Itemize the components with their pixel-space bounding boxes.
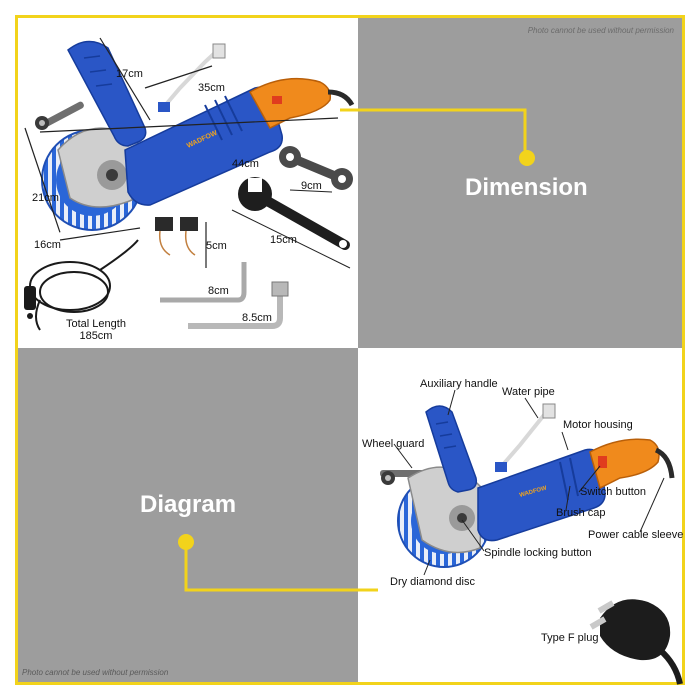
dim-cable-length-line1: Total Length — [66, 318, 126, 330]
saw-dimension-illustration: WADFOW — [24, 37, 355, 241]
part-dry-diamond-disc: Dry diamond disc — [390, 576, 475, 588]
socket-wrench-illustration — [188, 281, 289, 329]
part-motor-housing: Motor housing — [563, 419, 633, 431]
saw-parts-illustration: WADFOW — [380, 389, 675, 576]
large-wrench-illustration — [231, 177, 351, 269]
dim-total-length: 44cm — [232, 158, 259, 170]
part-power-cable-sleeve: Power cable sleeve — [588, 529, 684, 541]
watermark-top: Photo cannot be used without permission — [527, 26, 674, 35]
watermark-bottom: Photo cannot be used without permission — [22, 668, 169, 677]
small-wrench-illustration — [279, 146, 353, 193]
part-brush-cap: Brush cap — [556, 507, 606, 519]
connector-lines — [178, 108, 535, 592]
dimension-title-panel — [358, 18, 682, 348]
hex-key-illustration — [160, 262, 247, 303]
dim-handle-height: 17cm — [116, 68, 143, 80]
dimension-title: Dimension — [465, 174, 588, 201]
dim-water-pipe-width: 35cm — [198, 82, 225, 94]
diagram-title: Diagram — [140, 491, 237, 518]
dim-socket-wrench: 8.5cm — [242, 312, 272, 324]
dim-disc-width: 16cm — [34, 239, 61, 251]
part-auxiliary-handle: Auxiliary handle — [420, 378, 498, 390]
dim-hex-key: 8cm — [208, 285, 229, 297]
part-spindle-locking-button: Spindle locking button — [484, 547, 592, 559]
carbon-brushes-illustration — [155, 217, 207, 268]
dim-large-wrench: 15cm — [270, 234, 297, 246]
dim-cable-length: Total Length 185cm — [66, 318, 126, 342]
dim-cable-length-line2: 185cm — [79, 330, 113, 343]
diagram-title-panel — [18, 348, 358, 682]
yellow-frame — [15, 15, 685, 685]
type-f-plug-illustration — [589, 599, 683, 685]
dim-small-wrench: 9cm — [301, 180, 322, 192]
power-cable-illustration — [24, 239, 139, 331]
part-type-f-plug: Type F plug — [541, 632, 599, 644]
part-wheel-guard: Wheel guard — [362, 438, 425, 450]
dim-height: 21cm — [32, 192, 59, 204]
part-switch-button: Switch button — [580, 486, 647, 498]
part-water-pipe: Water pipe — [502, 386, 555, 398]
dim-brush-size: 5cm — [206, 240, 227, 252]
